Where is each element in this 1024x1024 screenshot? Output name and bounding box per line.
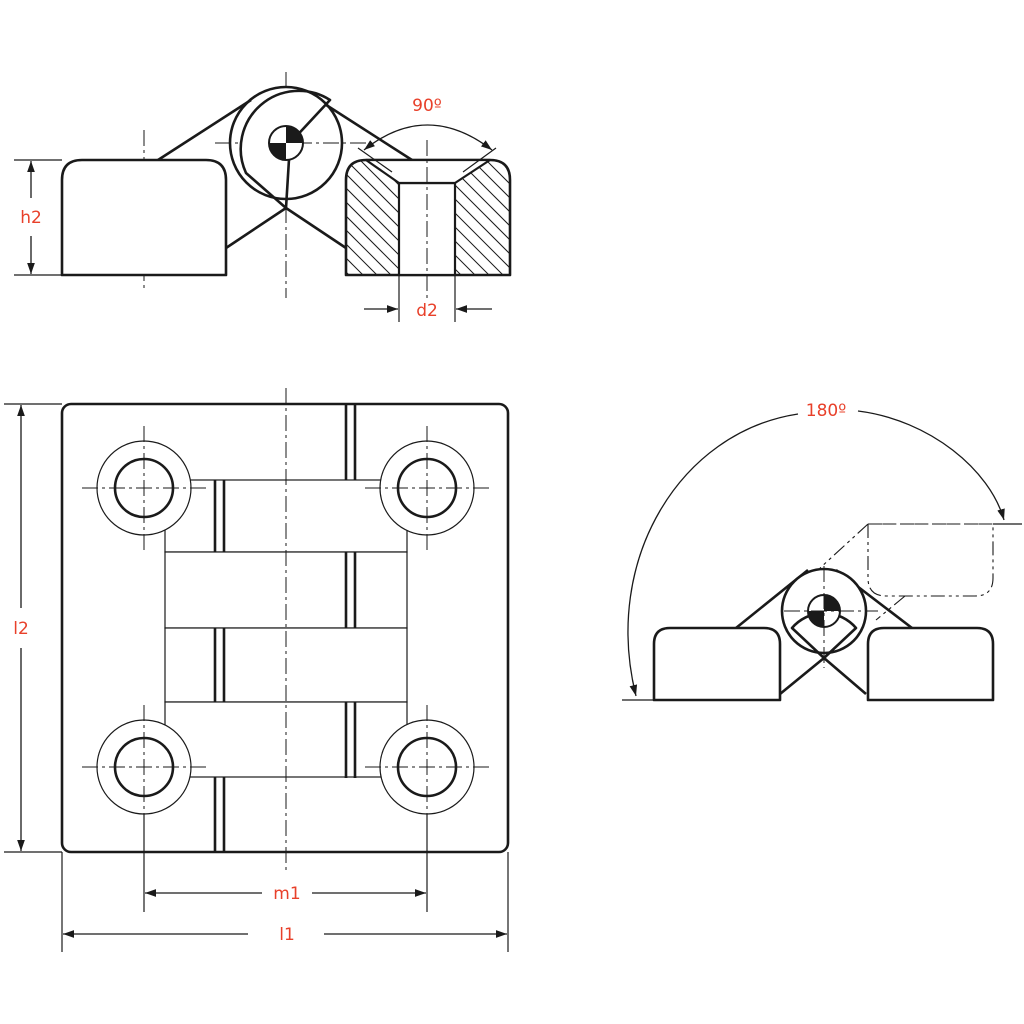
left-leaf-block (60, 158, 228, 277)
mounting-hole-bottom-right (365, 705, 490, 830)
countersink-cone (364, 158, 492, 185)
hatch-line (528, 160, 648, 280)
knuckle-barrel (228, 85, 344, 201)
front-view-hinge: l2 m1 l1 (4, 388, 510, 952)
hatch-line (346, 160, 369, 275)
d2-label: d2 (416, 301, 438, 321)
angle-90-arc (363, 124, 493, 151)
mounting-hole-top-left (82, 426, 206, 550)
pivot-center-mark (268, 125, 304, 161)
phantom-wing (819, 523, 869, 569)
phantom-leaf (867, 523, 994, 597)
angle-90-label: 90º (412, 96, 442, 116)
side-view-hinge-180: 180º (622, 401, 1022, 702)
side-right-leaf (866, 626, 995, 702)
angle-180-arc-left (627, 413, 799, 697)
side-wing-lower (779, 656, 867, 696)
l1-label: l1 (279, 925, 295, 945)
hatch-line (471, 160, 510, 275)
hinge-wing-upper-left (157, 98, 252, 162)
mounting-hole-top-right (365, 426, 490, 550)
top-view-hinge-90: 90º h2 d2 (14, 72, 662, 322)
h2-label: h2 (20, 208, 42, 228)
hatch-line (443, 160, 510, 275)
mounting-hole-bottom-left (82, 705, 206, 830)
hatch-line (485, 160, 510, 275)
hatch-line (457, 160, 510, 275)
hatch-line (542, 160, 662, 280)
side-left-leaf (652, 626, 782, 702)
hatch-line (499, 160, 510, 275)
hatch-line (346, 160, 397, 275)
hatch-line (346, 160, 383, 275)
l2-label: l2 (13, 619, 29, 639)
angle-ext-left (357, 147, 393, 173)
hatch-line (346, 160, 411, 275)
angle-180-arc-right (857, 410, 1005, 521)
m1-label: m1 (273, 884, 300, 904)
angle-180-label: 180º (806, 401, 846, 421)
hatch-line (514, 160, 634, 280)
phantom-wing-lower (875, 595, 906, 621)
angle-ext-right (462, 147, 497, 173)
